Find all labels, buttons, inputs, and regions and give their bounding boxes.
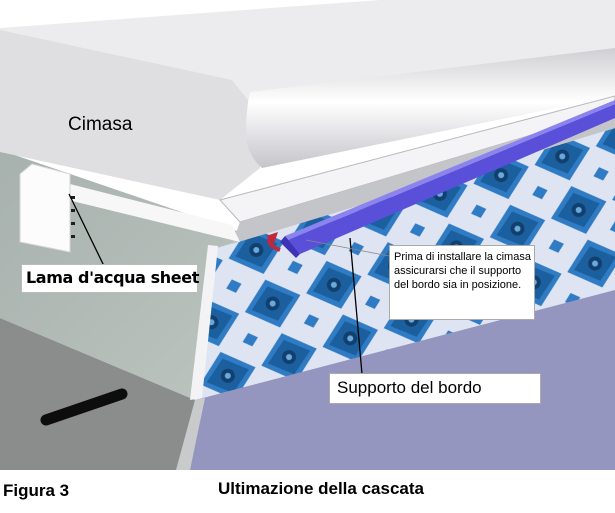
note-text: Prima di installare la cimasa assicurars… bbox=[394, 251, 531, 291]
lama-leader-line bbox=[68, 193, 105, 267]
drain-pipe bbox=[40, 388, 128, 426]
footer-strip bbox=[0, 470, 615, 513]
label-cimasa: Cimasa bbox=[68, 114, 133, 135]
concrete-wall bbox=[0, 318, 195, 470]
label-box-lama bbox=[21, 264, 198, 293]
bead-receiver-rail-end bbox=[280, 236, 300, 258]
coping-inner-step bbox=[62, 182, 240, 242]
pool-wall-edge bbox=[176, 398, 205, 470]
install-arrowhead-icon bbox=[266, 232, 278, 244]
coping-front bbox=[0, 30, 262, 200]
note-leader-line bbox=[305, 239, 390, 257]
label-lama-acqua: Lama d'acqua sheet bbox=[26, 268, 199, 287]
figure-caption: Ultimazione della cascata bbox=[218, 479, 424, 498]
tile-band-side bbox=[190, 245, 218, 400]
bead-receiver-rail bbox=[288, 104, 615, 254]
note-box bbox=[389, 245, 535, 320]
figure-number: Figura 3 bbox=[3, 481, 70, 500]
supporto-leader-line bbox=[349, 237, 363, 375]
coping-nose bbox=[245, 48, 615, 168]
label-box-supporto bbox=[329, 373, 541, 404]
label-supporto-bordo: Supporto del bordo bbox=[337, 378, 482, 397]
bead-receiver-rail-top bbox=[285, 100, 615, 240]
waterfall-openings bbox=[71, 196, 75, 238]
waterfall-sheet bbox=[19, 163, 71, 253]
coping-lip bbox=[219, 95, 615, 223]
